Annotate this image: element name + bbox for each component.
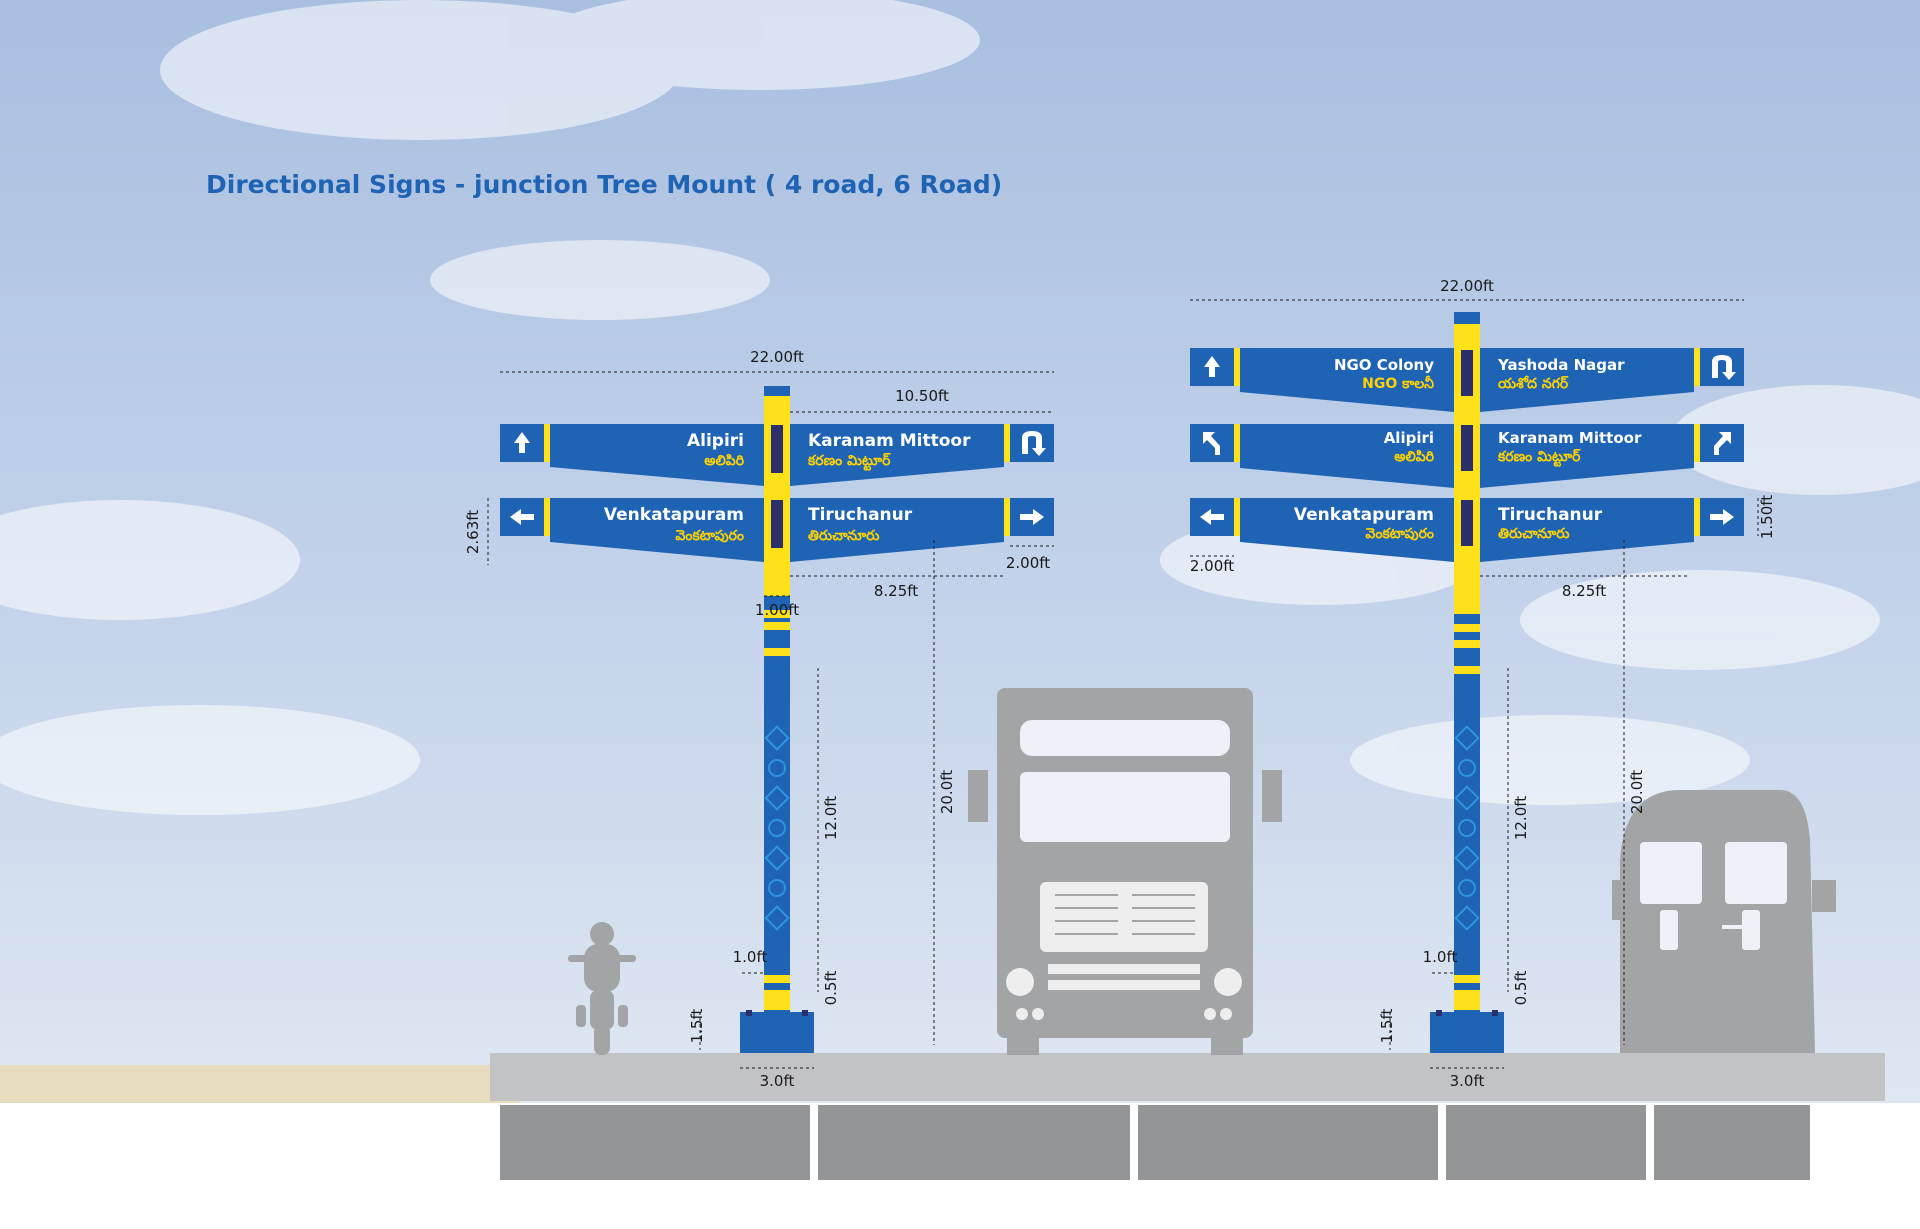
dim-board-span: 8.25ft: [874, 582, 918, 600]
sign-label-yashoda-nagar: Yashoda Nagar: [1497, 356, 1625, 374]
dim-collar-width-6: 1.0ft: [1423, 948, 1458, 966]
dim-board-span-6: 8.25ft: [1562, 582, 1606, 600]
sky-background: [0, 0, 1920, 1103]
sign-label-tiruchanur-6-te: తిరుచానూరు: [1498, 526, 1570, 542]
sign-label-venkatapuram: Venkatapuram: [604, 505, 744, 525]
dim-arm-length: 10.50ft: [895, 387, 949, 405]
right-arrow-icon: [1710, 509, 1734, 525]
left-base: [740, 1012, 814, 1053]
right-pole-pattern: [1454, 725, 1480, 931]
dim-overall-height-6: 20.0ft: [1628, 770, 1646, 814]
dim-collar-height-6: 0.5ft: [1512, 971, 1530, 1006]
sign-label-ngo-colony: NGO Colony: [1334, 356, 1434, 374]
dim-board-height-6: 1.50ft: [1758, 495, 1776, 539]
sign-label-karanam-mittoor-6-te: కరణం మిట్టూర్: [1497, 448, 1581, 467]
dim-base-width: 3.0ft: [760, 1072, 795, 1090]
road-blocks: [500, 1105, 1810, 1180]
dim-board-height: 2.63ft: [464, 510, 482, 554]
truck: [968, 688, 1282, 1055]
sign-label-alipiri-6-te: అలిపిరి: [1394, 449, 1434, 465]
left-signpost: Alipiri అలిపిరి Karanam Mittoor కరణం మిట…: [464, 348, 1054, 1090]
sign-label-alipiri: Alipiri: [687, 431, 744, 451]
dim-arrow-panel-width: 2.00ft: [1006, 554, 1050, 572]
dim-total-width-6: 22.00ft: [1440, 277, 1494, 295]
motorcycle-rider: [568, 922, 636, 1055]
up-arrow-icon: [1204, 356, 1220, 377]
up-arrow-icon: [514, 432, 530, 453]
left-arrow-icon: [1200, 509, 1224, 525]
sign-label-tiruchanur-6: Tiruchanur: [1498, 505, 1603, 525]
left-arrow-icon: [510, 509, 534, 525]
dim-pole-height: 12.0ft: [822, 796, 840, 840]
sign-label-karanam-mittoor-6: Karanam Mittoor: [1498, 429, 1642, 447]
dim-collar-height: 0.5ft: [822, 971, 840, 1006]
sign-label-karanam-mittoor: Karanam Mittoor: [808, 431, 971, 451]
dim-overall-height: 20.0ft: [938, 770, 956, 814]
page-title: Directional Signs - junction Tree Mount …: [206, 170, 1003, 199]
left-pole-pattern: [764, 725, 790, 931]
up-right-arrow-icon: [1714, 432, 1731, 455]
sign-label-alipiri-te: అలిపిరి: [704, 453, 744, 469]
van: [1612, 790, 1836, 1053]
sign-label-karanam-mittoor-te: కరణం మిట్టూర్: [807, 452, 891, 471]
sign-label-venkatapuram-6: Venkatapuram: [1294, 505, 1434, 525]
dim-base-width-6: 3.0ft: [1450, 1072, 1485, 1090]
dim-total-width: 22.00ft: [750, 348, 804, 366]
field-strip: [0, 1065, 520, 1103]
sign-label-tiruchanur: Tiruchanur: [808, 505, 913, 525]
dim-arrow-panel-width-6: 2.00ft: [1190, 557, 1234, 575]
sign-label-alipiri-6: Alipiri: [1384, 429, 1434, 447]
right-signpost: NGO Colony NGO కాలనీ Yashoda Nagar యశోద …: [1190, 277, 1776, 1090]
u-turn-arrow-icon: [1022, 431, 1046, 456]
sign-label-yashoda-nagar-te: యశోద నగర్: [1498, 375, 1569, 392]
sign-label-tiruchanur-te: తిరుచానూరు: [808, 528, 880, 544]
u-turn-arrow-icon: [1712, 355, 1736, 380]
sign-label-ngo-colony-te: NGO కాలనీ: [1362, 376, 1434, 392]
dim-base-height: 1.5ft: [688, 1009, 706, 1044]
road-surface: [490, 1053, 1885, 1101]
dim-pole-width: 1.00ft: [755, 601, 799, 619]
right-arrow-icon: [1020, 509, 1044, 525]
up-left-arrow-icon: [1203, 432, 1220, 455]
sign-label-venkatapuram-6-te: వెంకటాపురం: [1365, 526, 1434, 542]
sign-label-venkatapuram-te: వెంకటాపురం: [675, 528, 744, 544]
dim-pole-height-6: 12.0ft: [1512, 796, 1530, 840]
dim-collar-width: 1.0ft: [733, 948, 768, 966]
dim-base-height-6: 1.5ft: [1378, 1009, 1396, 1044]
right-base: [1430, 1012, 1504, 1053]
